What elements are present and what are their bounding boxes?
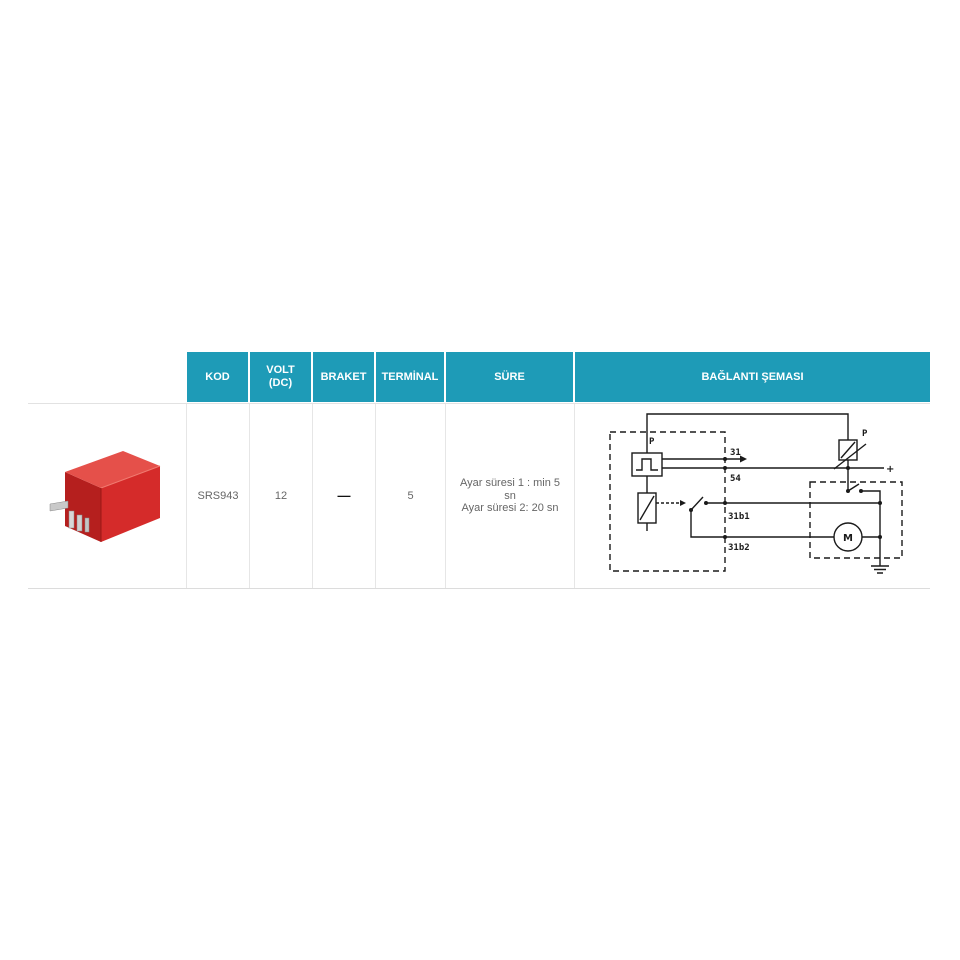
switch-contact-dot: [859, 489, 863, 493]
junction-dot: [878, 501, 882, 505]
sure-line: Ayar süresi 2: 20 sn: [461, 502, 559, 515]
header-sure: SÜRE: [446, 352, 573, 402]
pulse-generator-box: [631, 452, 663, 477]
relay-terminal-pin: [76, 514, 82, 531]
junction-dot: [723, 501, 727, 505]
sure-line: Ayar süresi 1 : min 5 sn: [459, 477, 561, 502]
cell-kod: SRS943: [197, 489, 239, 502]
cell-braket: —: [313, 404, 375, 588]
header-baglanti-semasi: BAĞLANTI ŞEMASI: [575, 352, 930, 402]
cell-separator: [445, 404, 446, 588]
junction-dot: [723, 535, 727, 539]
label-plus: +: [886, 464, 894, 475]
label-p-right: P: [862, 429, 868, 439]
relay-terminal-tab: [49, 500, 68, 511]
cell-separator: [375, 404, 376, 588]
header-volt: VOLT (DC): [250, 352, 311, 402]
junction-dot: [723, 466, 727, 470]
relay-product-image: [49, 450, 160, 542]
switch-contact-dot: [689, 508, 693, 512]
relay-edge-highlight: [100, 465, 160, 488]
arrow-link-icon: [680, 500, 686, 506]
relay-top-face: [64, 450, 160, 488]
switch-contact-dot: [704, 501, 708, 505]
junction-dot: [723, 457, 727, 461]
wire-right-vertical: [861, 490, 881, 566]
cell-separator: [186, 404, 187, 588]
left-module-dashed-box: [609, 431, 726, 572]
arrow-31-icon: [740, 455, 747, 463]
row-bottom-border: [28, 588, 930, 589]
cell-separator: [249, 404, 250, 588]
pulse-symbol: [636, 458, 658, 471]
header-terminal: TERMİNAL: [376, 352, 444, 402]
label-31b1: 31b1: [728, 512, 750, 522]
junction-dot: [846, 466, 850, 470]
sure-text: Ayar süresi 1 : min 5 sn Ayar süresi 2: …: [456, 477, 564, 515]
product-image-cell: [28, 404, 186, 588]
switch-contact-dot: [846, 489, 850, 493]
relay-terminal-pin: [84, 517, 89, 532]
wire-31b2: [690, 510, 834, 538]
wire-top: [646, 413, 849, 453]
switch-blade-left: [690, 496, 704, 511]
label-motor: M: [843, 533, 853, 544]
cell-separator: [312, 404, 313, 588]
junction-dot: [878, 535, 882, 539]
control-relay-diagonal: [639, 495, 655, 521]
label-p-left: P: [649, 437, 655, 447]
right-module-dashed-box: [809, 481, 903, 559]
header-kod: KOD: [187, 352, 248, 402]
switch-blade-right: [847, 483, 860, 492]
thermal-relay-adjust-line: [833, 443, 867, 470]
braket-dash: —: [337, 487, 351, 503]
header-braket: BRAKET: [313, 352, 374, 402]
cell-terminal: 5: [407, 489, 414, 502]
relay-front-face: [100, 465, 160, 542]
thermal-relay-diagonal: [840, 441, 856, 459]
cell-sure: Ayar süresi 1 : min 5 sn Ayar süresi 2: …: [446, 404, 574, 588]
label-54: 54: [730, 474, 741, 484]
label-31: 31: [730, 448, 741, 458]
cell-volt: 12: [274, 489, 288, 502]
ground-symbol: [871, 565, 889, 574]
relay-terminal-pin: [68, 510, 74, 528]
wiring-diagram: P 31 54 31b1 31b2 P + M: [609, 413, 903, 574]
header-volt-label: VOLT (DC): [266, 364, 295, 389]
label-31b2: 31b2: [728, 543, 750, 553]
row-top-border: [28, 403, 930, 404]
cell-separator: [574, 404, 575, 588]
